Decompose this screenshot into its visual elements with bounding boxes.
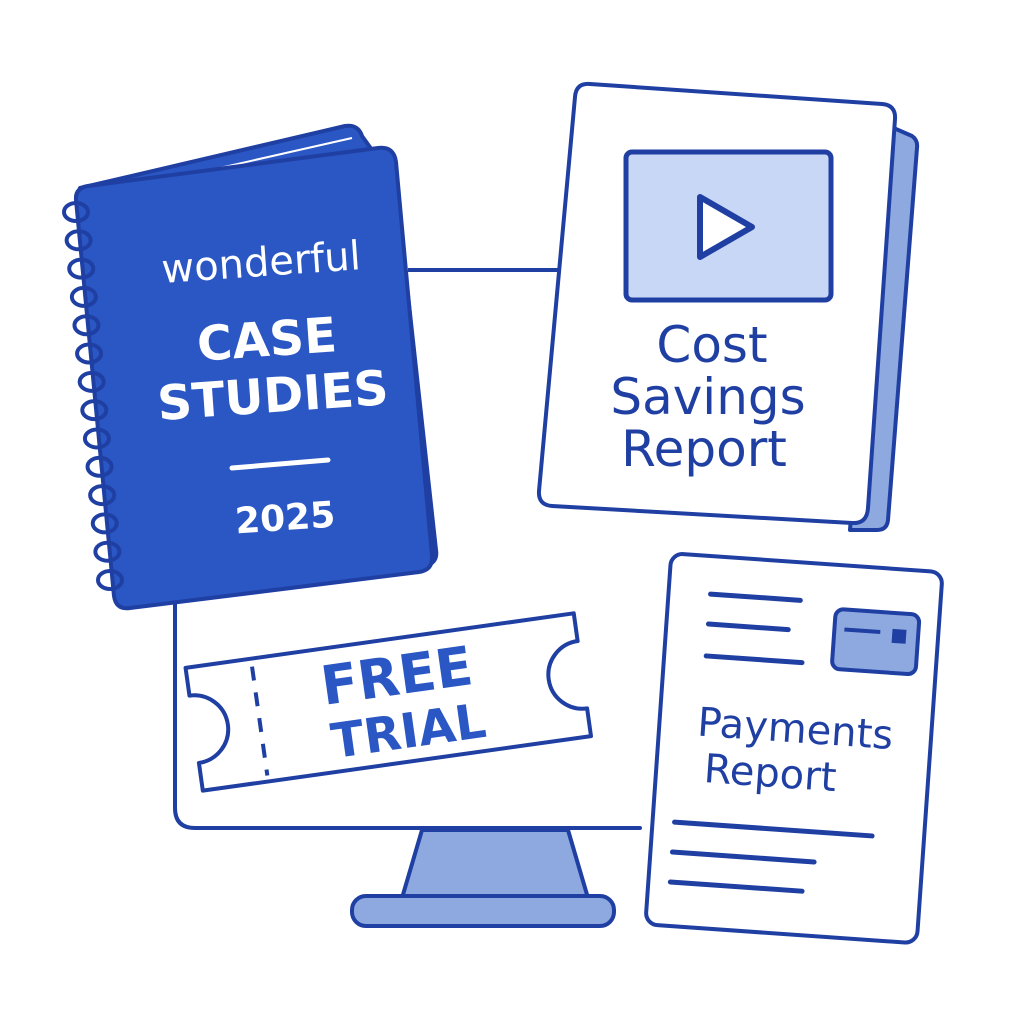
payments-text-line xyxy=(708,591,803,603)
cost-report-title-line1: Cost xyxy=(656,316,767,374)
spiral-ring xyxy=(93,540,122,563)
spiral-ring xyxy=(77,370,106,393)
card-icon xyxy=(830,607,922,677)
payments-title-line2: Report xyxy=(702,746,837,801)
spiral-ring xyxy=(67,257,96,280)
payments-text-line xyxy=(672,819,875,839)
cost-report-title-line2: Savings xyxy=(610,368,805,426)
spiral-ring xyxy=(75,342,104,365)
notebook-divider xyxy=(229,457,331,471)
ticket-shape xyxy=(183,611,593,793)
spiral-ring xyxy=(72,314,101,337)
spiral-ring xyxy=(85,455,114,478)
payments-text-line xyxy=(705,621,791,633)
cost-report-title-line3: Report xyxy=(621,420,787,478)
case-studies-notebook[interactable]: wonderful CASE STUDIES 2025 xyxy=(62,123,439,611)
notebook-title-line1: CASE xyxy=(195,307,338,373)
monitor xyxy=(173,598,642,928)
payments-text-line xyxy=(667,879,805,894)
monitor-stand-base xyxy=(350,894,616,928)
play-icon[interactable] xyxy=(697,194,755,260)
free-trial-ticket[interactable]: FREE TRIAL xyxy=(183,611,593,793)
spiral-ring xyxy=(82,427,111,450)
monitor-frame xyxy=(173,598,642,830)
spiral-binding xyxy=(62,201,124,591)
payments-text-line xyxy=(703,653,805,666)
payments-report[interactable]: Payments Report xyxy=(644,552,944,945)
monitor-stand-neck xyxy=(400,828,590,900)
spiral-ring xyxy=(64,229,93,252)
notebook-year: 2025 xyxy=(234,495,337,543)
ticket-perforation xyxy=(250,666,270,776)
spiral-ring xyxy=(96,569,124,591)
spiral-ring xyxy=(88,484,117,507)
notebook-cover xyxy=(73,145,435,611)
spiral-ring xyxy=(80,399,109,422)
cost-savings-report[interactable]: Cost Savings Report xyxy=(536,81,920,532)
payments-text-line xyxy=(669,849,817,865)
spiral-ring xyxy=(62,201,90,223)
spiral-ring xyxy=(69,285,98,308)
spiral-ring xyxy=(90,512,119,535)
